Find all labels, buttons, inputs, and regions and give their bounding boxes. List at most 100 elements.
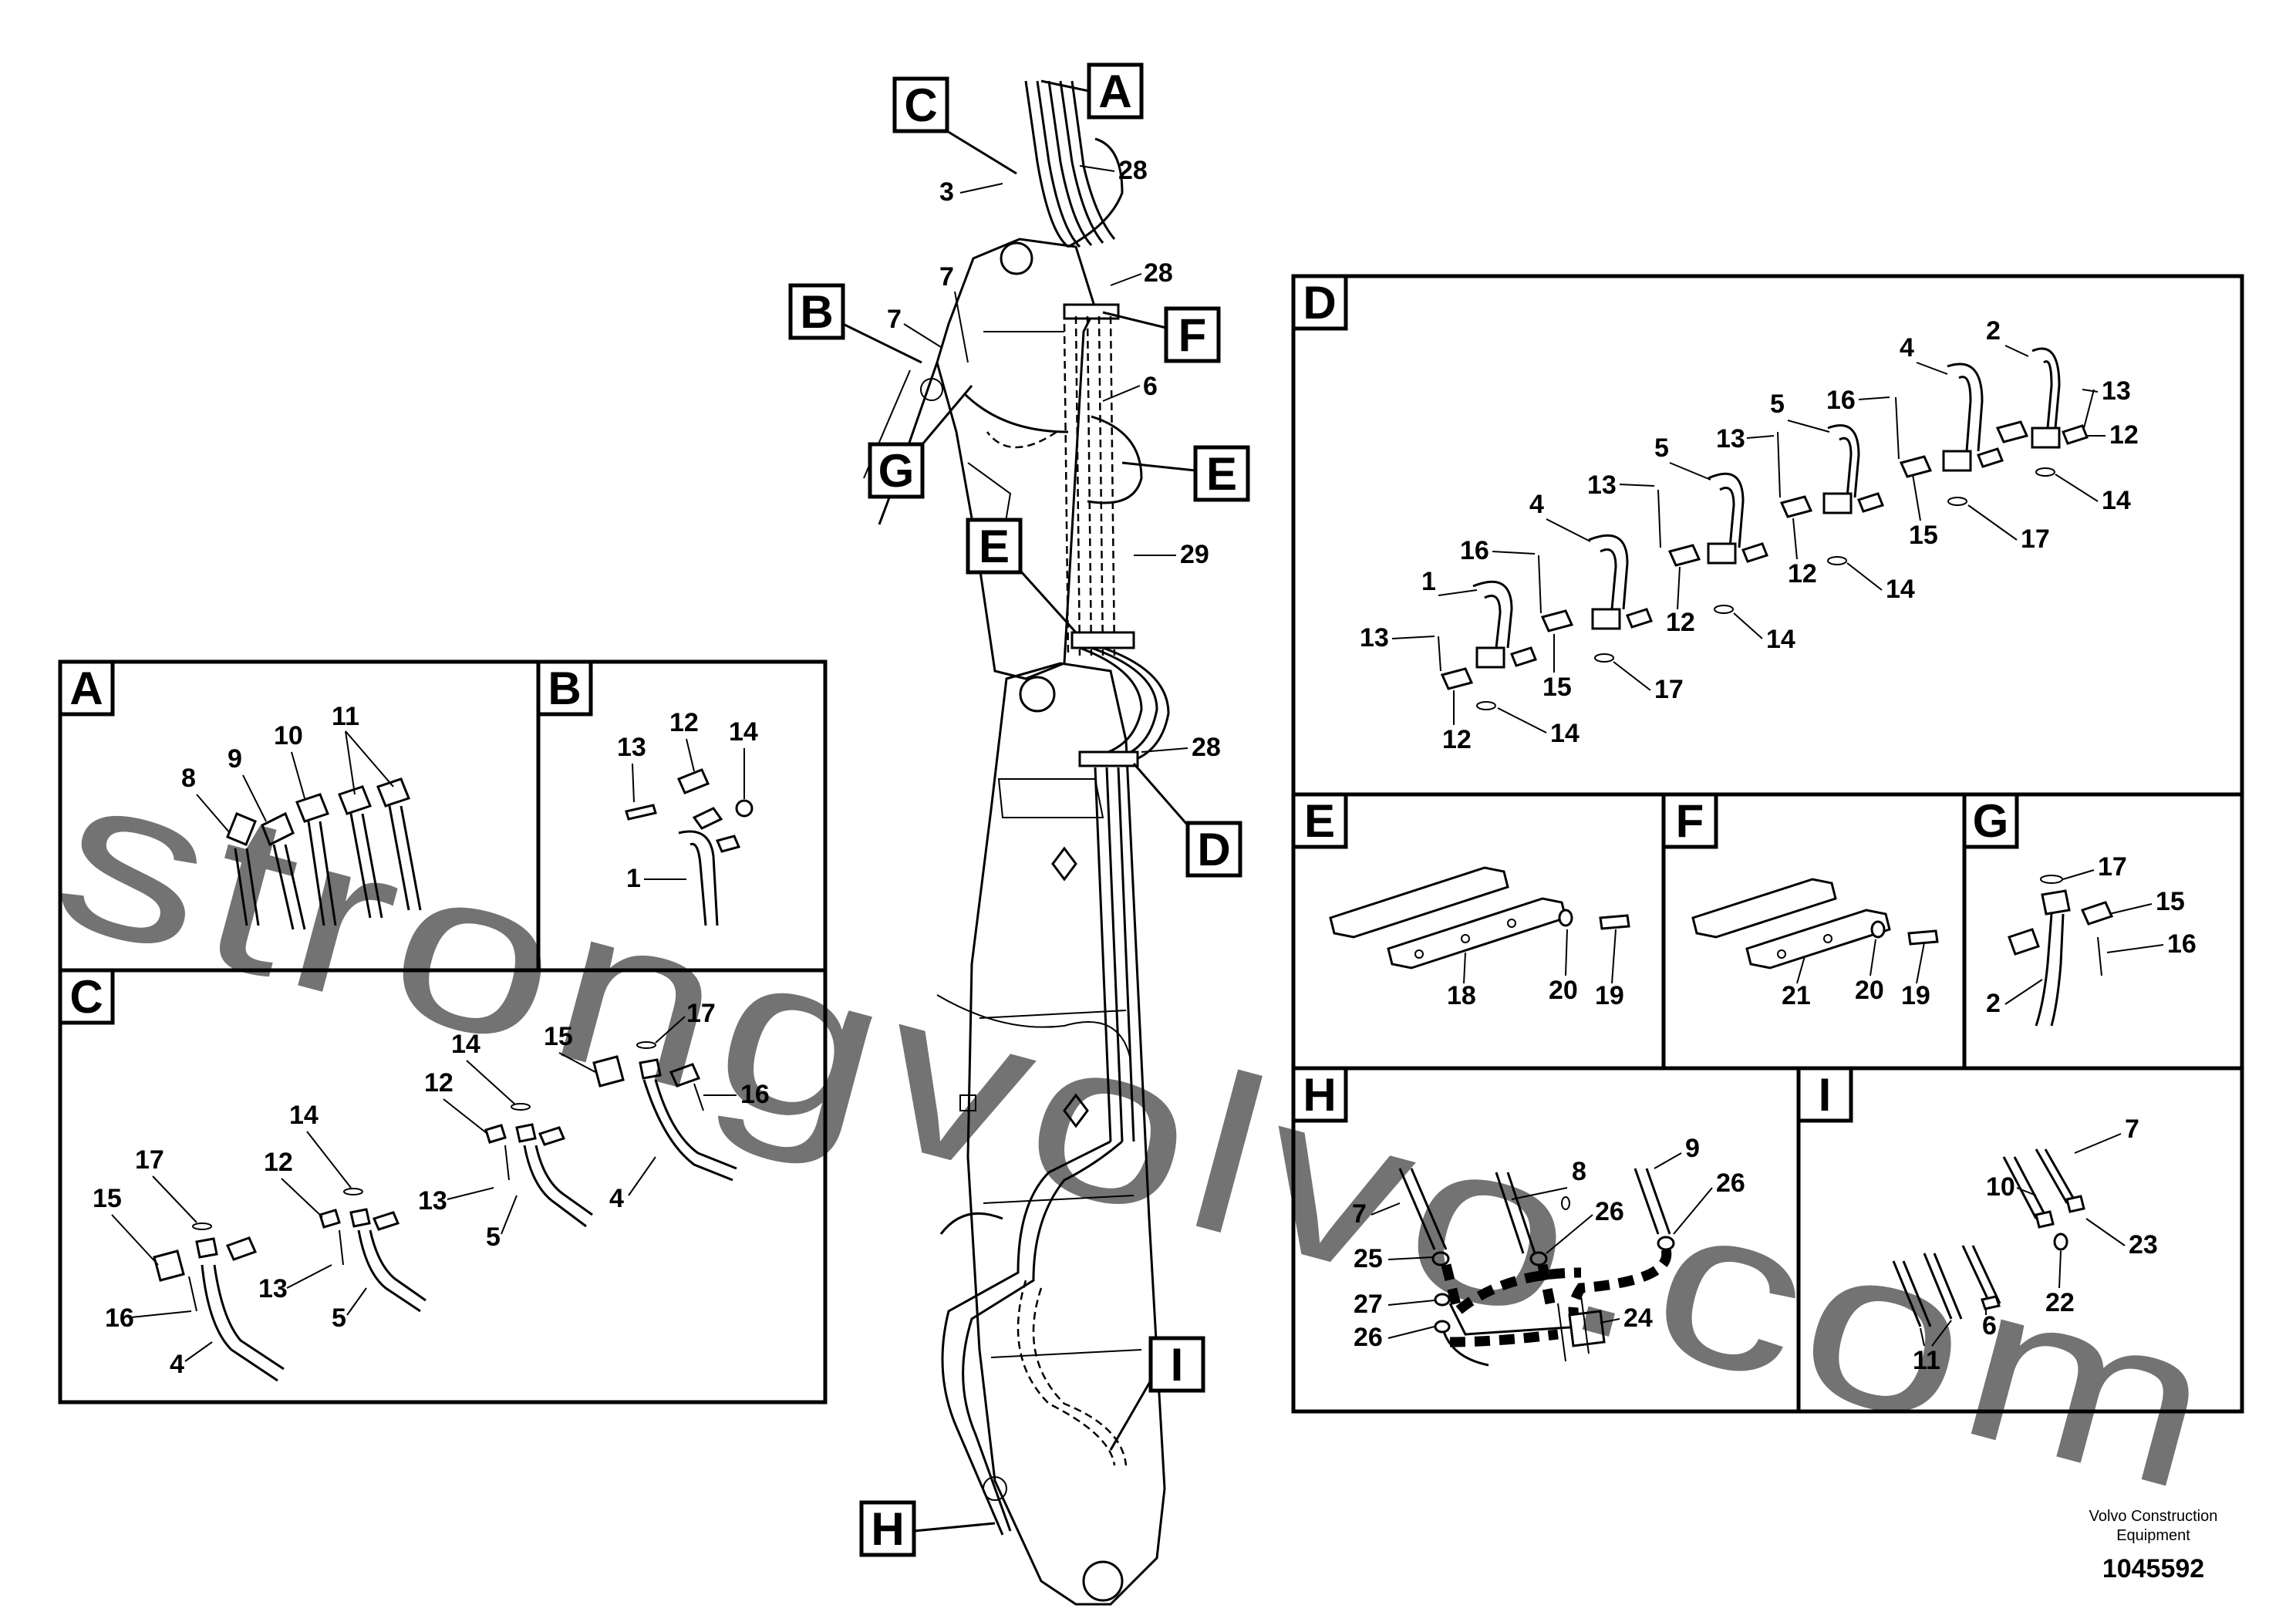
panel-h-label-25: 25 bbox=[1354, 1244, 1383, 1273]
svg-text:C: C bbox=[904, 79, 937, 131]
panel-e-label-19: 19 bbox=[1595, 981, 1624, 1010]
detail-panel-c: C 14 17 12 15 1 bbox=[58, 968, 828, 1404]
panel-h-label-24: 24 bbox=[1623, 1303, 1653, 1333]
panel-b-label-14: 14 bbox=[729, 717, 758, 747]
panel-d-label-12-low: 12 bbox=[1666, 608, 1695, 637]
panel-d-label-12-mid: 12 bbox=[1788, 559, 1817, 588]
panel-c-label-4: 4 bbox=[609, 1184, 624, 1213]
main-label-6: 6 bbox=[1143, 372, 1158, 401]
panel-a-label-11: 11 bbox=[332, 702, 359, 731]
panel-d-label-17-low: 17 bbox=[1654, 675, 1684, 704]
svg-text:H: H bbox=[871, 1503, 904, 1555]
callout-f-main: F bbox=[1102, 306, 1221, 363]
panel-c-label-17b: 17 bbox=[135, 1145, 164, 1175]
panel-c-label-15b: 15 bbox=[93, 1184, 122, 1213]
panel-i-label-6: 6 bbox=[1982, 1311, 1997, 1340]
detail-panel-i: I 7 10 23 22 6 11 bbox=[1796, 1066, 2244, 1414]
panel-d-label-13-top: 13 bbox=[2102, 376, 2131, 406]
footer-company-line1: Volvo Construction bbox=[2089, 1508, 2218, 1525]
svg-text:F: F bbox=[1676, 795, 1704, 847]
callout-g-main: G bbox=[868, 385, 973, 499]
panel-c-label-12b: 12 bbox=[264, 1148, 293, 1177]
panel-b-label-12: 12 bbox=[669, 708, 699, 737]
detail-panel-d: D 2 4 bbox=[1291, 274, 2244, 797]
main-label-29: 29 bbox=[1180, 540, 1209, 569]
svg-text:E: E bbox=[1304, 795, 1335, 847]
main-label-28-lower: 28 bbox=[1192, 733, 1221, 762]
main-label-28-top: 28 bbox=[1118, 156, 1148, 185]
panel-h-label-9: 9 bbox=[1685, 1134, 1700, 1163]
panel-b-label-1: 1 bbox=[626, 864, 641, 893]
panel-c-label-4b: 4 bbox=[170, 1350, 184, 1379]
footer: Volvo Construction Equipment 1045592 bbox=[2089, 1508, 2218, 1583]
panel-e-label-18: 18 bbox=[1447, 981, 1476, 1010]
callout-i-main: I bbox=[1109, 1336, 1205, 1451]
main-label-7-upper: 7 bbox=[939, 262, 954, 292]
panel-g-label-15: 15 bbox=[2156, 887, 2185, 916]
panel-a-label-10: 10 bbox=[274, 721, 303, 750]
panel-d-label-1: 1 bbox=[1421, 567, 1436, 596]
svg-text:D: D bbox=[1303, 277, 1336, 329]
panel-i-label-22: 22 bbox=[2045, 1288, 2075, 1317]
main-label-28-mid: 28 bbox=[1144, 258, 1173, 288]
footer-doc-number: 1045592 bbox=[2102, 1554, 2204, 1583]
panel-d-label-14-bottom: 14 bbox=[1550, 719, 1580, 748]
panel-g-label-17: 17 bbox=[2098, 852, 2127, 882]
watermark: strongvolvo.com bbox=[34, 723, 2244, 1540]
panel-i-label-23: 23 bbox=[2129, 1230, 2158, 1259]
panel-h-label-27: 27 bbox=[1354, 1290, 1383, 1319]
panel-d-label-4-low: 4 bbox=[1529, 490, 1544, 519]
panel-c-label-13b: 13 bbox=[258, 1274, 288, 1303]
footer-company-line2: Equipment bbox=[2116, 1527, 2190, 1544]
svg-text:H: H bbox=[1303, 1069, 1336, 1121]
callout-b-main: B bbox=[788, 283, 922, 364]
svg-text:D: D bbox=[1197, 824, 1230, 875]
svg-text:G: G bbox=[1973, 795, 2009, 847]
watermark-text: strongvolvo.com bbox=[34, 723, 2244, 1540]
main-part-numbers: 28 3 28 7 7 6 29 28 bbox=[887, 156, 1221, 762]
panel-d-label-12-bottom: 12 bbox=[1442, 725, 1472, 754]
svg-text:B: B bbox=[800, 286, 833, 338]
panel-c-label-12: 12 bbox=[424, 1068, 453, 1098]
panel-d-label-17-top: 17 bbox=[2021, 524, 2050, 554]
panel-a-label-9: 9 bbox=[228, 744, 242, 774]
panel-c-label-17: 17 bbox=[686, 999, 716, 1028]
panel-c-label-5: 5 bbox=[486, 1222, 501, 1252]
callout-e-main-lower: E bbox=[966, 518, 1077, 634]
main-label-7-lower: 7 bbox=[887, 305, 902, 334]
panel-h-label-26-top: 26 bbox=[1716, 1168, 1745, 1198]
detail-panel-g: G 17 15 16 2 bbox=[1962, 792, 2244, 1071]
panel-f-label-19: 19 bbox=[1901, 981, 1930, 1010]
callout-d-main: D bbox=[1132, 763, 1242, 878]
panel-f-label-21: 21 bbox=[1782, 981, 1811, 1010]
panel-d-label-13-bottom: 13 bbox=[1360, 623, 1389, 653]
panel-c-label-5b: 5 bbox=[332, 1303, 346, 1333]
svg-text:C: C bbox=[69, 971, 103, 1023]
panel-d-label-5-mid: 5 bbox=[1654, 433, 1669, 463]
panel-d-label-5-top: 5 bbox=[1770, 389, 1785, 419]
panel-d-label-14-top: 14 bbox=[2102, 486, 2131, 515]
panel-e-label-20: 20 bbox=[1549, 976, 1578, 1005]
detail-panel-e: E 18 20 19 bbox=[1291, 792, 1666, 1071]
panel-c-label-13: 13 bbox=[418, 1186, 447, 1216]
panel-a-label-8: 8 bbox=[181, 764, 196, 793]
panel-d-label-12-top: 12 bbox=[2109, 420, 2139, 450]
panel-h-label-26-bottom: 26 bbox=[1354, 1323, 1383, 1352]
panel-c-label-14: 14 bbox=[451, 1030, 480, 1059]
boom-arm-illustration bbox=[863, 80, 1170, 1606]
panel-d-label-15-low: 15 bbox=[1542, 673, 1572, 702]
detail-panel-f: F 21 20 19 bbox=[1661, 792, 1967, 1071]
panel-g-label-16: 16 bbox=[2167, 929, 2197, 959]
panel-h-label-8: 8 bbox=[1572, 1157, 1586, 1186]
panel-d-label-14-low: 14 bbox=[1766, 625, 1795, 654]
panel-b-label-13: 13 bbox=[617, 733, 646, 762]
callout-e-main-upper: E bbox=[1121, 445, 1250, 502]
svg-text:A: A bbox=[1098, 66, 1131, 117]
panel-i-label-11: 11 bbox=[1913, 1346, 1940, 1375]
panel-d-label-15-top: 15 bbox=[1909, 521, 1938, 550]
panel-d-label-4-top: 4 bbox=[1900, 333, 1914, 363]
svg-text:I: I bbox=[1171, 1339, 1184, 1391]
panel-d-label-13-low: 13 bbox=[1587, 470, 1617, 500]
svg-text:G: G bbox=[878, 445, 915, 497]
